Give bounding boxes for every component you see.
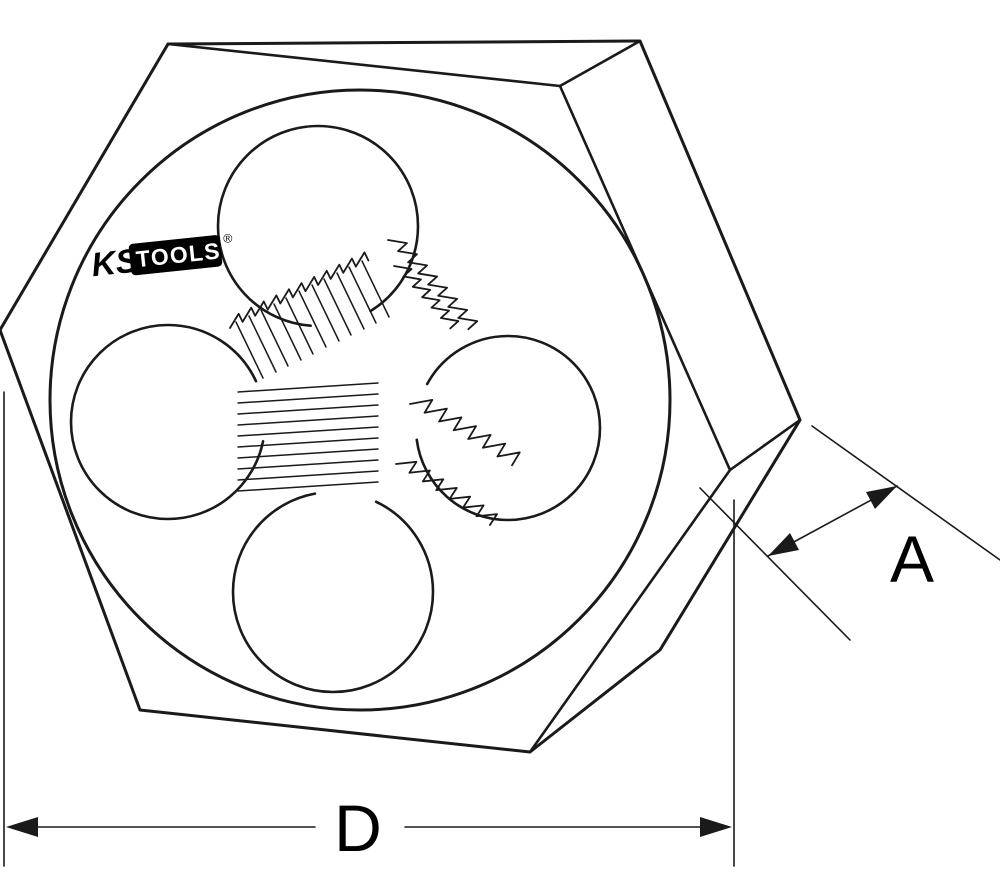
hatch-line [237,404,379,415]
hatch-line [298,290,327,348]
thread-zigzag-lower-right [409,398,521,467]
a-arrowhead-front [768,533,799,556]
zigzag-line [409,398,521,467]
a-arrowhead-back [866,486,897,509]
edge-front-top [166,42,562,88]
dimension-a: A [699,425,1000,641]
thread-profiles [229,239,521,526]
flute-hole-right [414,334,602,522]
hatch-line [237,437,379,448]
hatch-line [336,272,365,330]
logo-tools-box [128,235,223,276]
hatch-line [248,315,277,373]
ks-tools-logo: KS TOOLS ® [90,231,233,284]
hatch-line [273,303,302,361]
die-silhouette [0,39,802,754]
edge-corner-right [728,418,802,472]
flute-hole-left [69,323,267,521]
dimension-a-label: A [890,522,934,596]
hatch-line [348,266,377,324]
hatch-line [361,260,390,318]
hatch-line [260,309,289,367]
thread-zigzag-upper-left [229,251,370,329]
hatch-line [237,382,379,393]
thread-zigzag-upper-right-inner [393,265,460,330]
thread-zigzag-upper-right [387,239,479,331]
hatch-line [235,321,264,379]
a-extension-line-front [699,487,851,641]
thread-hatch-upper-left [235,260,390,379]
die-face-circle [48,88,672,712]
hatch-line [237,459,379,470]
zigzag-line [393,265,460,330]
a-extension-line-back [811,425,1000,561]
edge-front-lower-right [528,468,732,754]
hatch-line [237,448,379,459]
dimension-d: D [3,391,735,867]
thread-zigzag-lower-right-inner [395,460,498,526]
hatch-line [237,481,379,492]
d-arrowhead-left [6,817,38,837]
registered-mark: ® [223,231,233,246]
zigzag-line [387,239,479,331]
d-arrowhead-right [700,817,732,837]
die-body: KS TOOLS ® D A [0,39,1000,867]
zigzag-line [395,460,498,526]
thread-hatch-lower-left [237,382,379,492]
hatch-line [237,393,379,404]
dimension-d-label: D [334,791,382,865]
zigzag-line [229,251,370,329]
hatch-line [237,470,379,481]
hatch-line [323,278,352,336]
flute-hole-top [216,124,420,328]
hatch-line [311,284,340,342]
hatch-line [285,297,314,355]
hatch-line [237,426,379,437]
hatch-line [237,415,379,426]
edge-corner-top-right [558,39,642,88]
flute-hole-bottom [231,490,435,694]
